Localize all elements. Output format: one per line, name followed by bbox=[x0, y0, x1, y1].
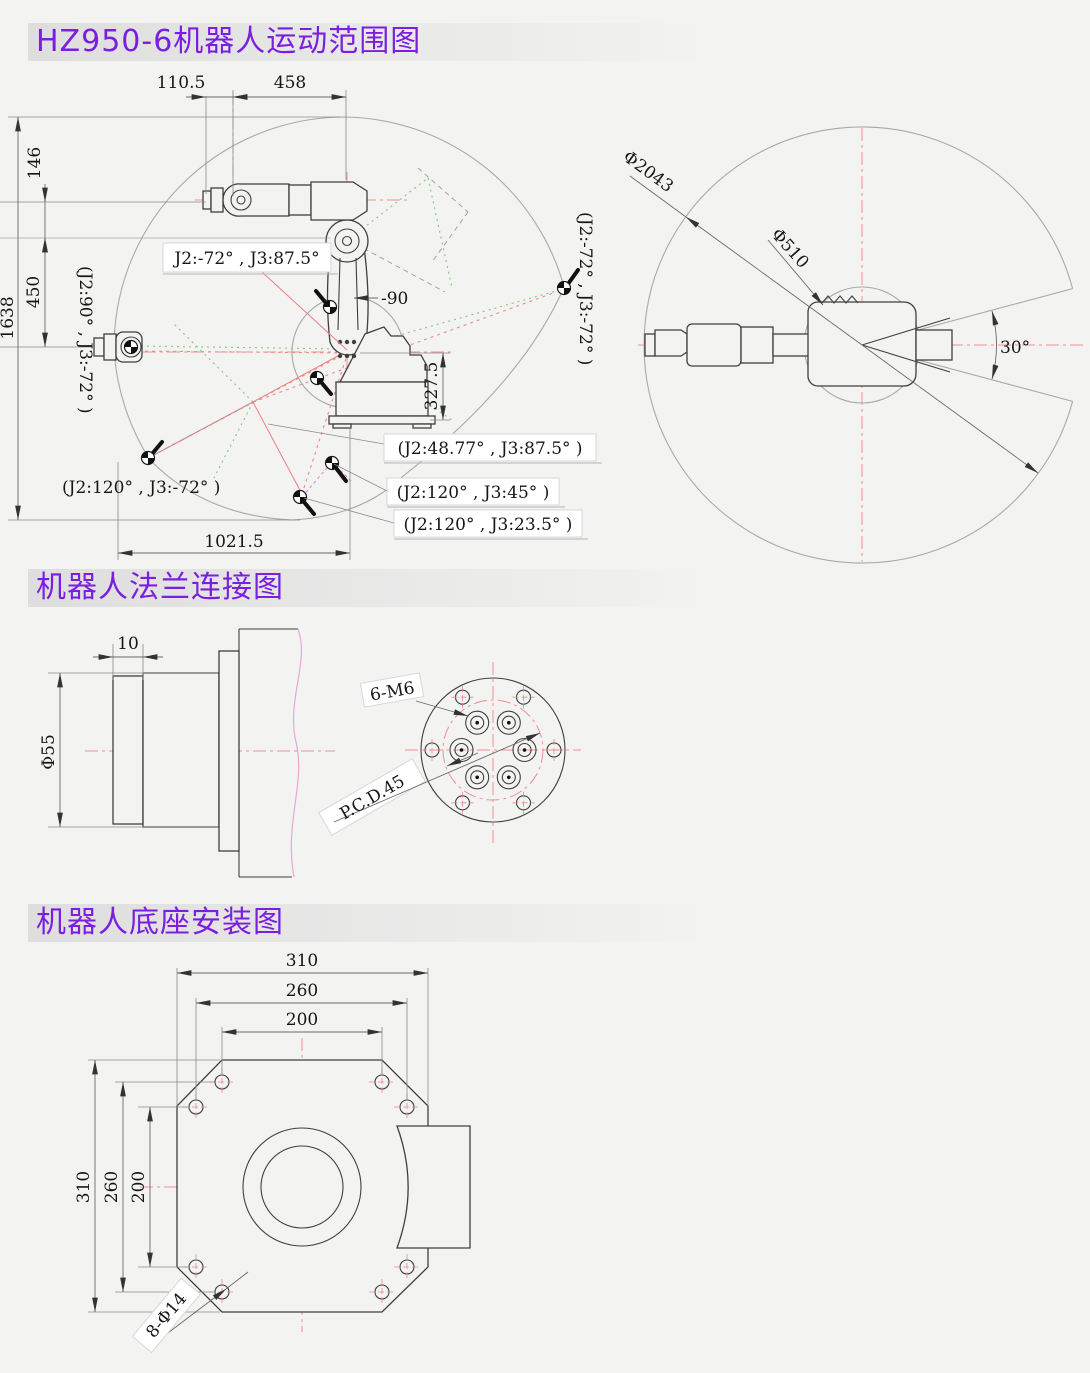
base-plate-view: 310 260 200 310 260 200 bbox=[74, 951, 471, 1354]
dim-left-260: 260 bbox=[102, 1171, 122, 1203]
pose-label-3: (J2:-72° , J3:-72° ) bbox=[575, 212, 595, 365]
dim-left-310: 310 bbox=[74, 1171, 94, 1203]
dim-wrist-offset: 110.5 bbox=[157, 73, 206, 93]
pose-label-6: (J2:120° , J3:45° ) bbox=[397, 483, 550, 503]
flange-face-view: 6-M6 P.C.D.45 bbox=[318, 662, 581, 846]
center-bore-inner bbox=[260, 1145, 344, 1229]
center-bore-outer bbox=[242, 1127, 362, 1247]
dim-left-200: 200 bbox=[129, 1171, 149, 1203]
flange-side-view: Φ55 10 bbox=[39, 628, 335, 878]
flange-title: 机器人法兰连接图 bbox=[28, 569, 712, 607]
pose-label-2: (J2:90° , J3:-72° ) bbox=[75, 266, 95, 414]
outer-holes bbox=[421, 686, 565, 814]
dim-top-260: 260 bbox=[286, 981, 318, 1001]
robot-side-silhouette bbox=[202, 181, 436, 429]
dim-elbow-offset: 146 bbox=[25, 147, 45, 179]
dim-flange-dia: Φ55 bbox=[39, 734, 59, 770]
tapped-holes bbox=[449, 710, 537, 790]
pose-label-5: (J2:48.77° , J3:87.5° ) bbox=[397, 439, 582, 459]
dim-base-height: 327.5 bbox=[422, 362, 442, 411]
pose-label-1: J2:-72° , J3:87.5° bbox=[172, 249, 319, 269]
pose-label-7: (J2:120° , J3:23.5° ) bbox=[404, 515, 573, 535]
flange-side-dimensions: Φ55 10 bbox=[39, 634, 218, 828]
motion-range-title: HZ950-6机器人运动范围图 bbox=[28, 23, 712, 61]
motion-range-side-view: 110.5 458 1638 146 450 -90 327.5 bbox=[0, 73, 602, 560]
pose-labels: J2:-72° , J3:87.5° (J2:48.77° , J3:87.5°… bbox=[62, 212, 602, 540]
robot-top-silhouette bbox=[644, 295, 953, 387]
pose-markers bbox=[123, 268, 580, 516]
motion-range-top-view: Φ2043 Φ510 30° bbox=[619, 126, 1086, 564]
cable-cutout bbox=[396, 1125, 471, 1249]
dim-upper-arm: 458 bbox=[274, 73, 306, 93]
dim-reach-bottom: 1021.5 bbox=[204, 532, 263, 552]
dim-top-310: 310 bbox=[286, 951, 318, 971]
shoulder-bolt-dots bbox=[337, 339, 357, 359]
dim-collar-width: 10 bbox=[117, 634, 139, 654]
pose-label-4: (J2:120° , J3:-72° ) bbox=[62, 478, 220, 498]
posture-lines bbox=[130, 167, 557, 498]
base-title: 机器人底座安装图 bbox=[28, 904, 712, 942]
top-envelope-circle bbox=[643, 126, 1074, 564]
dim-top-200: 200 bbox=[286, 1010, 318, 1030]
dim-elbow-minus: -90 bbox=[381, 289, 408, 309]
break-line bbox=[290, 628, 302, 878]
dim-dead-angle: 30° bbox=[1000, 338, 1030, 358]
base-plate-outline bbox=[176, 1059, 429, 1313]
dim-forearm: 450 bbox=[24, 276, 44, 308]
dim-total-height: 1638 bbox=[0, 296, 18, 339]
side-view-dimensions: 110.5 458 1638 146 450 -90 327.5 bbox=[0, 73, 450, 560]
flange-face-callouts: 6-M6 P.C.D.45 bbox=[318, 672, 541, 836]
